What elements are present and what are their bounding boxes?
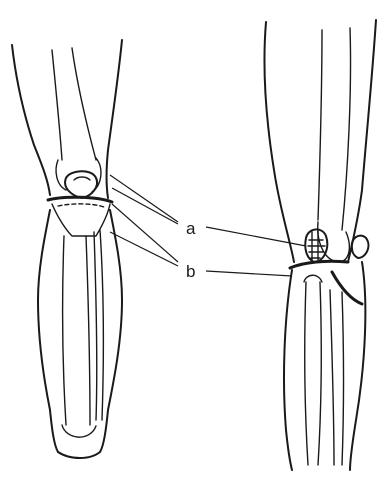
front-joint-line — [48, 197, 112, 202]
side-calf-back-contour — [350, 262, 365, 470]
side-tibia-head — [304, 275, 322, 282]
front-fibula-right — [100, 230, 103, 420]
front-patella-highlight — [74, 177, 90, 180]
side-fibula-front — [330, 290, 334, 465]
front-calf-left-contour — [38, 210, 58, 452]
leader-a-2 — [112, 188, 178, 224]
label-b: b — [186, 262, 195, 281]
front-fibula-left — [94, 232, 97, 420]
front-joint-dashes — [58, 204, 104, 207]
front-tibial-plateau — [52, 204, 110, 236]
front-thigh-right-contour — [107, 40, 123, 198]
side-shin-front-contour — [284, 270, 292, 470]
leader-b-1 — [112, 204, 178, 262]
side-femur-front — [318, 30, 322, 220]
side-joint-line — [290, 261, 348, 268]
side-thigh-front-contour — [264, 22, 294, 262]
front-foot-bottom — [58, 452, 100, 458]
front-view-leg — [12, 40, 122, 458]
side-femoral-condyle — [318, 222, 350, 262]
side-posterior-ligament — [332, 272, 362, 304]
side-view-leg — [264, 20, 376, 470]
front-femur-right — [72, 48, 96, 160]
front-tibia-left — [63, 236, 66, 425]
label-a: a — [186, 219, 196, 238]
side-thigh-back-contour — [348, 20, 376, 262]
side-tibia-back — [318, 282, 321, 465]
front-tibia-right — [86, 236, 90, 425]
front-ankle — [62, 425, 96, 437]
side-fibula-back — [342, 292, 344, 465]
leader-b-2 — [110, 232, 178, 266]
leader-a-1 — [110, 175, 178, 222]
side-bursa — [352, 236, 369, 258]
front-thigh-left-contour — [12, 45, 50, 195]
side-tibia-front — [305, 282, 308, 465]
leader-b-3 — [206, 271, 292, 276]
front-femur-left — [52, 50, 62, 160]
side-femur-back — [342, 28, 351, 230]
front-patella — [65, 171, 97, 198]
leader-a-3 — [206, 227, 306, 246]
